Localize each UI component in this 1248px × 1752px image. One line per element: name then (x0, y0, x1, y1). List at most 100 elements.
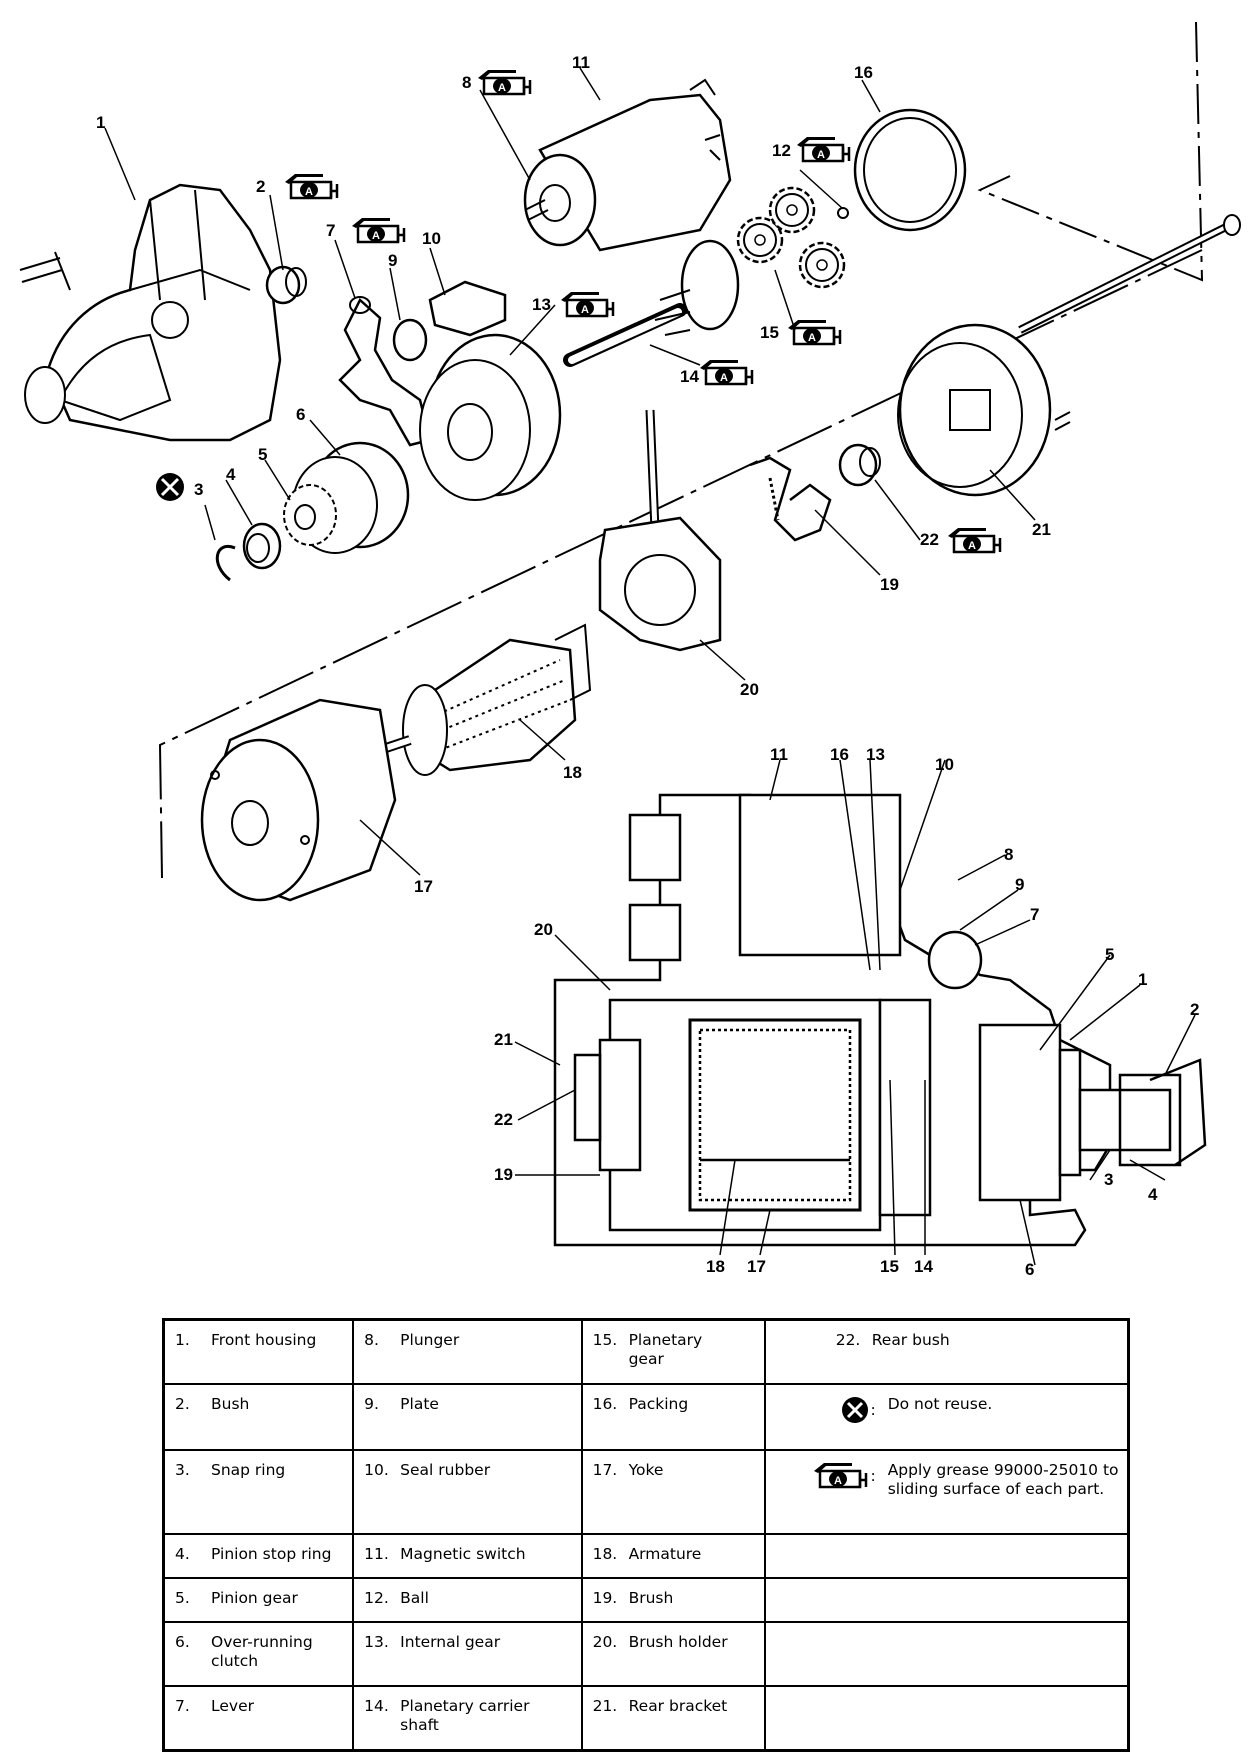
callouts-section: 11 16 13 10 8 9 7 5 1 2 20 21 22 19 3 4 … (494, 745, 1199, 1279)
legend-label: Pinion gear (211, 1589, 298, 1607)
exploded-view (19, 21, 1241, 902)
legend-label: Over-running clutch (211, 1633, 313, 1670)
callout: 21 (1032, 520, 1051, 539)
callout: 9 (1015, 875, 1024, 894)
callout: 13 (866, 745, 885, 764)
callout: 17 (747, 1257, 766, 1276)
callout: 3 (194, 480, 203, 499)
grease-a-icon (559, 290, 615, 318)
parts-legend-table: 1.Front housing 8.Plunger 15.Planetary g… (162, 1318, 1130, 1752)
legend-label: Seal rubber (400, 1461, 491, 1479)
leader-lines (104, 67, 1196, 1266)
legend-label: Internal gear (400, 1633, 501, 1651)
legend-num: 20. (592, 1633, 618, 1651)
callout: 21 (494, 1030, 513, 1049)
legend-row: 4.Pinion stop ring 11.Magnetic switch 18… (162, 1533, 1130, 1579)
legend-label: Front housing (211, 1331, 317, 1349)
legend-num: 5. (175, 1589, 190, 1607)
legend-num: 8. (364, 1331, 379, 1349)
callout: 14 (914, 1257, 933, 1276)
callout: 15 (760, 323, 779, 342)
legend-num: 3. (175, 1461, 190, 1479)
legend-row: 6. Over-running clutch 13. Internal gear 2… (162, 1621, 1130, 1687)
callout: 1 (1138, 970, 1147, 989)
legend-num: 14. (364, 1697, 389, 1715)
callout: 18 (563, 763, 582, 782)
legend-num: 18. (592, 1545, 618, 1563)
legend-label: Planetary carrier shaft (400, 1697, 530, 1734)
callout: 17 (414, 877, 433, 896)
legend-row: 5.Pinion gear 12.Ball 19.Brush (162, 1577, 1130, 1623)
grease-text: Apply grease 99000-25010 to sliding surf… (887, 1461, 1119, 1498)
callout: 16 (854, 63, 873, 82)
legend-label: Plate (400, 1395, 439, 1413)
legend-row: 3.Snap ring 10.Seal rubber 17.Yoke : App… (162, 1449, 1130, 1535)
grease-a-icon (814, 1461, 868, 1489)
callout: 11 (572, 53, 590, 72)
grease-a-icon (946, 526, 1002, 554)
callout: 2 (256, 177, 265, 196)
legend-row: 2.Bush 9.Plate 16.Packing : Do not reuse… (162, 1383, 1130, 1451)
do-not-reuse-legend: : Do not reuse. (776, 1395, 1119, 1425)
legend-label: Planetary gear (628, 1331, 703, 1368)
legend-label: Pinion stop ring (211, 1545, 332, 1563)
legend-num: 10. (364, 1461, 389, 1479)
legend-num: 15. (592, 1331, 618, 1349)
legend-num: 2. (175, 1395, 190, 1413)
grease-a-icon (698, 358, 754, 386)
legend-num: 9. (364, 1395, 379, 1413)
legend-label: Magnetic switch (400, 1545, 526, 1563)
legend-num: 11. (364, 1545, 389, 1563)
grease-legend: : Apply grease 99000-25010 to sliding su… (776, 1461, 1119, 1498)
callout: 19 (880, 575, 899, 594)
legend-label: Snap ring (211, 1461, 286, 1479)
legend-row: 1.Front housing 8.Plunger 15.Planetary g… (162, 1318, 1130, 1385)
do-not-reuse-icon (842, 1397, 869, 1423)
legend-label: Armature (628, 1545, 702, 1563)
callout: 6 (1025, 1260, 1034, 1279)
legend-num: 22. (835, 1331, 861, 1349)
callout: 8 (1004, 845, 1013, 864)
grease-a-icon (350, 216, 406, 244)
legend-label: Rear bracket (628, 1697, 728, 1715)
callout: 3 (1104, 1170, 1113, 1189)
grease-a-icon (283, 172, 339, 200)
legend-num: 19. (592, 1589, 618, 1607)
callouts-exploded: 1 2 3 4 5 6 7 8 9 10 11 12 13 14 15 16 1… (96, 53, 1051, 896)
callout: 20 (534, 920, 553, 939)
callout: 4 (226, 465, 236, 484)
callout: 15 (880, 1257, 899, 1276)
callout: 9 (388, 251, 397, 270)
callout: 1 (96, 113, 105, 132)
callout: 5 (258, 445, 267, 464)
callout: 12 (772, 141, 791, 160)
legend-label: Brush (628, 1589, 674, 1607)
callout: 18 (706, 1257, 725, 1276)
legend-label: Packing (628, 1395, 689, 1413)
legend-num: 1. (175, 1331, 190, 1349)
legend-num: 17. (592, 1461, 618, 1479)
callout: 6 (296, 405, 305, 424)
legend-label: Brush holder (628, 1633, 728, 1651)
section-view (553, 793, 1207, 1247)
callout: 2 (1190, 1000, 1199, 1019)
legend-num: 13. (364, 1633, 389, 1651)
legend-num: 16. (592, 1395, 618, 1413)
callout: 14 (680, 367, 699, 386)
legend-label: Ball (400, 1589, 429, 1607)
callout: 4 (1148, 1185, 1158, 1204)
legend-num: 21. (592, 1697, 618, 1715)
do-not-reuse-text: Do not reuse. (887, 1395, 993, 1413)
legend-num: 7. (175, 1697, 190, 1715)
callout: 22 (494, 1110, 513, 1129)
grease-a-icon (476, 68, 532, 96)
symbol-colon: : (870, 1400, 876, 1419)
callout: 7 (1030, 905, 1039, 924)
legend-num: 6. (175, 1633, 190, 1651)
starter-motor-diagram: A (19, 21, 1241, 1279)
callout: 7 (326, 221, 335, 240)
callout: 11 (770, 745, 788, 764)
legend-label: Lever (211, 1697, 254, 1715)
callout: 5 (1105, 945, 1114, 964)
callout: 13 (532, 295, 551, 314)
